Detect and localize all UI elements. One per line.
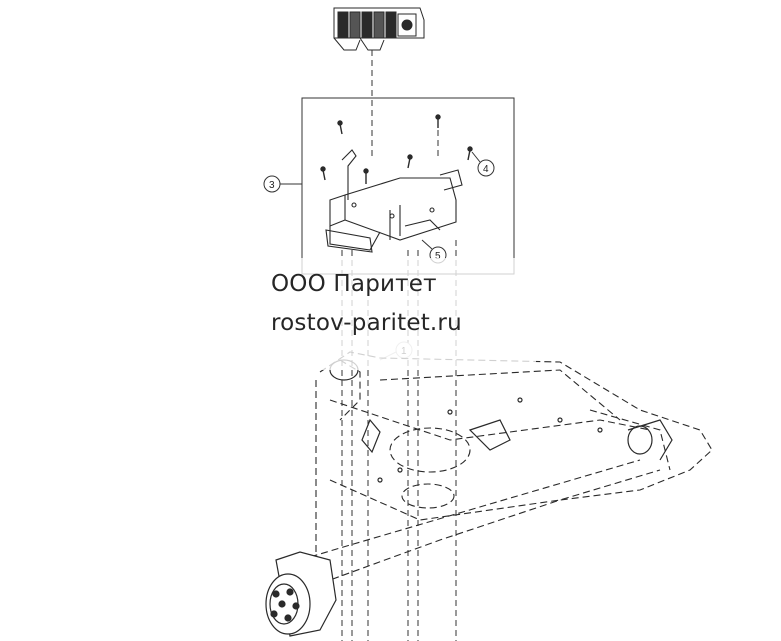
watermark-backdrop [238,258,536,370]
callout-3-label: 3 [269,180,275,191]
axle-solid-parts [329,359,673,483]
callout-5-label: 5 [435,251,441,262]
watermark-company-name: ООО Паритет [271,271,437,297]
callout-3: 3 [263,175,302,193]
wheel-hub [265,551,337,637]
callout-4-label: 4 [483,164,489,175]
callout-4: 4 [471,151,495,177]
control-valve-block [333,7,425,51]
mounting-bracket [325,149,463,253]
axle-frame-assembly [299,351,713,591]
bracket-detail-box [301,97,515,275]
fastener-screws [320,114,473,184]
watermark-website: rostov-paritet.ru [271,310,462,336]
